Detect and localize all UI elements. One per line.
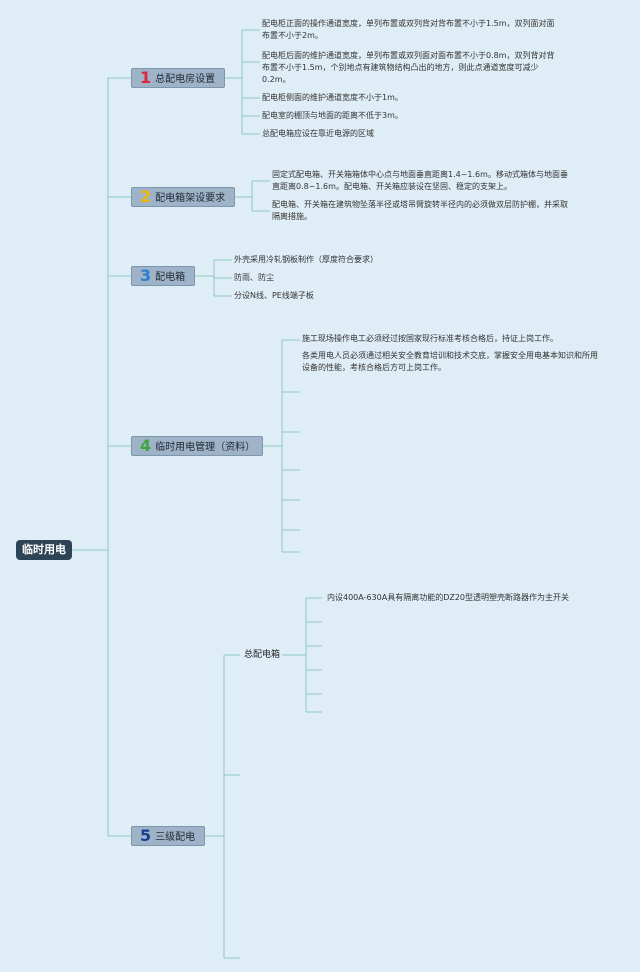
leaf-4-2: 各类用电人员必须通过相关安全教育培训和技术交底，掌握安全用电基本知识和所用设备的… xyxy=(302,351,598,372)
branch-label-3: 配电箱 xyxy=(155,272,186,283)
branch-label-2: 配电箱架设要求 xyxy=(155,193,226,204)
leaf-5-1: 内设400A-630A具有隔离功能的DZ20型透明塑壳断路器作为主开关 xyxy=(327,593,570,602)
root-node[interactable]: 临时用电 xyxy=(16,540,72,560)
leaf-1-3: 配电柜侧面的维护通道宽度不小于1m。 xyxy=(262,93,403,102)
leaf-1-2: 配电柜后面的维护通道宽度，单列布置或双列面对面布置不小于0.8m，双列背对背布置… xyxy=(262,51,555,84)
leaf-1-5: 总配电箱应设在靠近电源的区域 xyxy=(262,129,374,138)
root-label: 临时用电 xyxy=(22,543,66,556)
leaf-1-1: 配电柜正面的操作通道宽度，单列布置或双列背对背布置不小于1.5m，双列面对面布置… xyxy=(262,19,555,40)
branch-number-1: 1 xyxy=(140,68,152,87)
leaf-2-1: 固定式配电箱、开关箱箱体中心点与地面垂直距离1.4~1.6m。移动式箱体与地面垂… xyxy=(272,170,568,191)
branch-label-4: 临时用电管理（资料） xyxy=(155,442,256,453)
leaf-4-1: 施工现场操作电工必须经过按国家现行标准考核合格后，持证上岗工作。 xyxy=(302,334,558,343)
branch-label-1: 总配电房设置 xyxy=(155,74,216,85)
branch-number-2: 2 xyxy=(140,187,152,206)
leaf-3-1: 外壳采用冷轧钢板制作（厚度符合要求） xyxy=(234,255,378,264)
leaf-1-4: 配电室的棚顶与地面的距离不低于3m。 xyxy=(262,111,403,120)
branch-label-5: 三级配电 xyxy=(155,832,196,843)
leaf-3-3: 分设N线、PE线端子板 xyxy=(234,291,314,300)
leaf-2-2: 配电箱、开关箱在建筑物坠落半径或塔吊臂旋转半径内的必须做双层防护棚，并采取隔离措… xyxy=(272,200,568,221)
leaf-3-2: 防雨、防尘 xyxy=(234,273,274,282)
branch-number-5: 5 xyxy=(140,826,152,845)
branch-number-3: 3 xyxy=(140,266,152,285)
sub-node-main-distribution-box[interactable]: 总配电箱 xyxy=(244,648,280,662)
branch-number-4: 4 xyxy=(140,436,152,455)
sub-node-label: 总配电箱 xyxy=(244,650,281,660)
